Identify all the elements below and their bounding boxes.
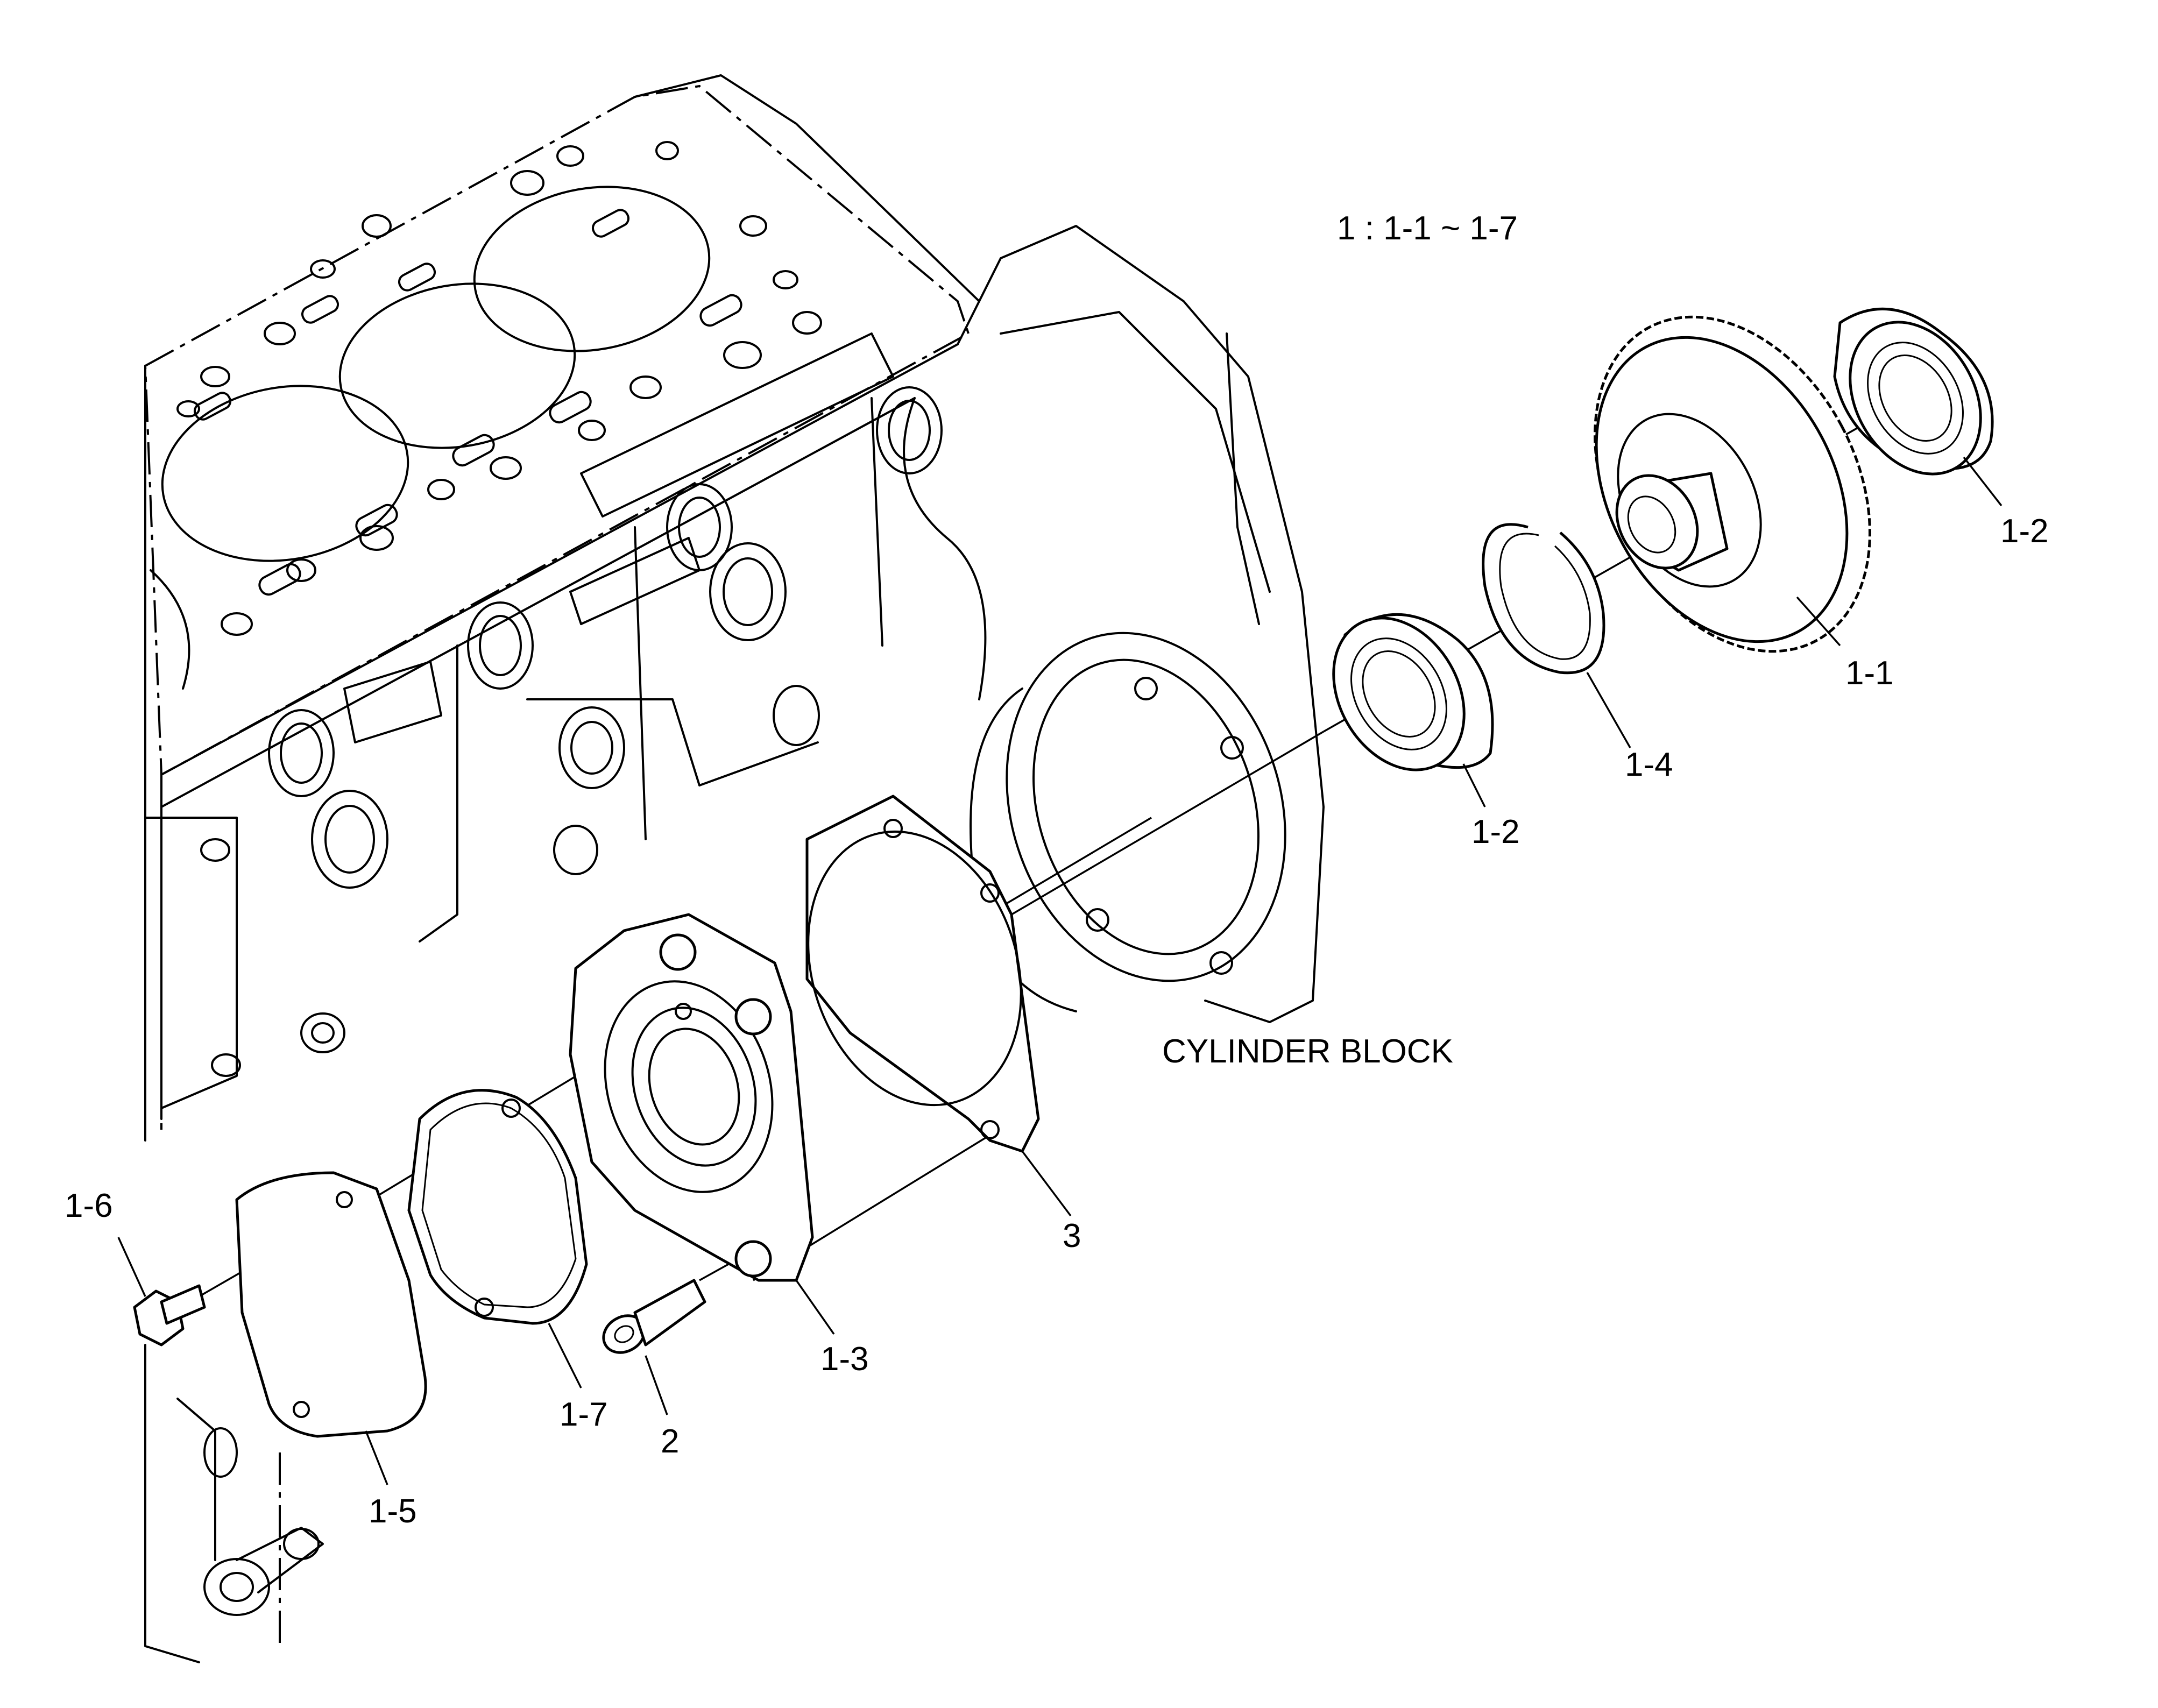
callout-1-2-upper: 1-2 <box>2000 513 2049 550</box>
gear-housing <box>569 913 814 1282</box>
assembly-note: 1 : 1-1 ~ 1-7 <box>1337 210 1518 247</box>
callout-3: 3 <box>1063 1217 1081 1255</box>
callout-1-3: 1-3 <box>820 1341 869 1378</box>
bearing-middle <box>1332 613 1494 771</box>
callout-2: 2 <box>661 1423 679 1460</box>
cover-plate <box>235 1171 427 1438</box>
callout-1-5: 1-5 <box>369 1493 417 1530</box>
flange-bolt <box>133 1284 206 1346</box>
gasket <box>805 795 1040 1153</box>
o-ring <box>407 1089 588 1325</box>
callout-1-2-middle: 1-2 <box>1471 813 1520 851</box>
callout-1-7: 1-7 <box>560 1396 608 1433</box>
cylinder-block <box>144 74 1325 1663</box>
callout-1-4: 1-4 <box>1625 746 1673 783</box>
labels: 1 : 1-1 ~ 1-7 CYLINDER BLOCK 1-2 1-1 1-4… <box>65 210 2049 1530</box>
bearing-upper <box>1833 307 1994 476</box>
callout-1-1: 1-1 <box>1845 655 1894 692</box>
idler-gear <box>1594 315 1871 653</box>
socket-bolt <box>602 1279 706 1354</box>
callout-1-6: 1-6 <box>65 1187 113 1224</box>
callout-leaders <box>117 456 2003 1485</box>
snap-ring <box>1482 523 1605 675</box>
cylinder-block-label: CYLINDER BLOCK <box>1162 1033 1453 1070</box>
